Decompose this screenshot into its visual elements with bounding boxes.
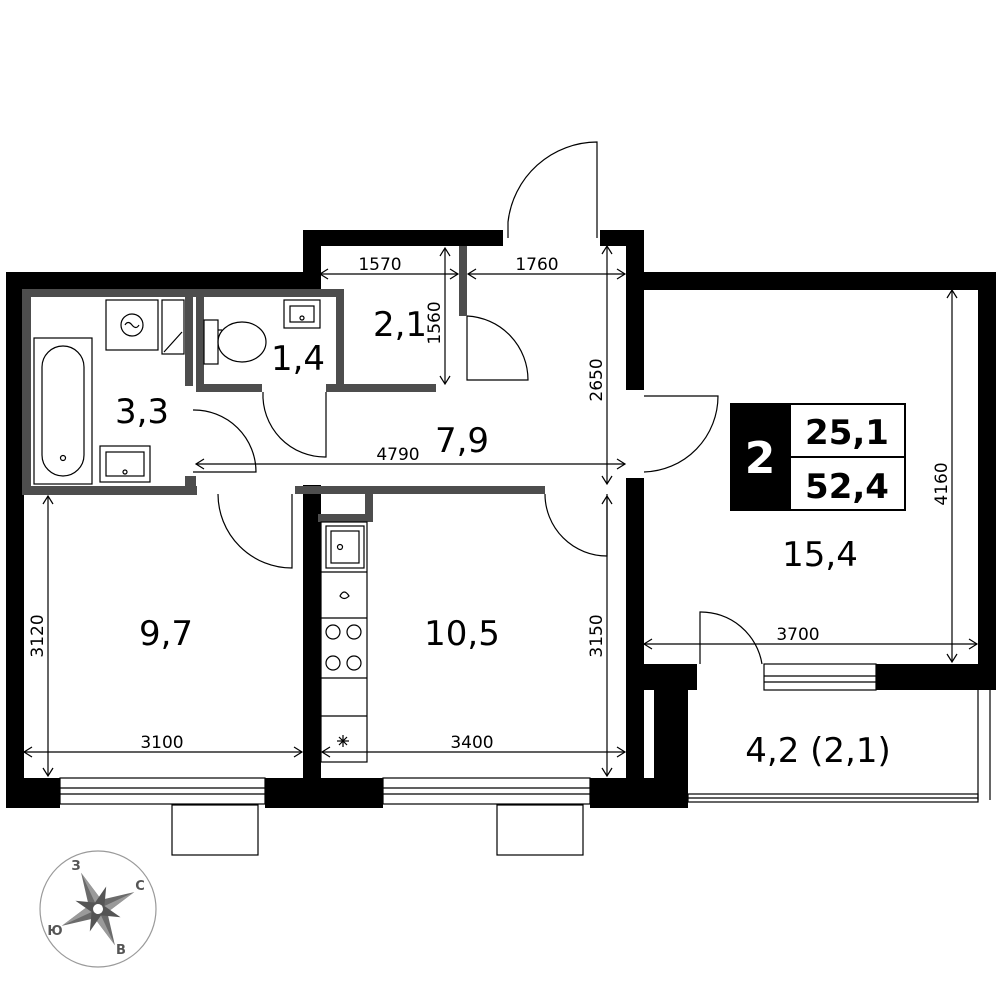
dim-kitchen-depth: 3150: [587, 614, 607, 657]
room-area-bedroom: 9,7: [139, 614, 193, 654]
dim-closet-depth: 1560: [425, 301, 445, 344]
dim-living-width: 3700: [776, 625, 819, 645]
total-area: 52,4: [805, 467, 889, 507]
living-area: 25,1: [805, 413, 889, 453]
dim-bedroom-width: 3100: [140, 733, 183, 753]
toilet-sink: [283, 299, 321, 329]
room-area-kitchen: 10,5: [424, 614, 500, 654]
compass-south: Ю: [47, 924, 62, 939]
dim-hall-depth: 2650: [587, 358, 607, 401]
dim-bedroom-depth: 3120: [28, 614, 48, 657]
doors: [192, 141, 763, 665]
room-area-balcony: 4,2 (2,1): [745, 731, 890, 771]
washing-machine: [105, 299, 159, 351]
kitchen-sink: [325, 525, 365, 569]
dim-hall-top-width: 1760: [515, 255, 558, 275]
room-area-closet: 2,1: [373, 305, 427, 345]
fixtures: [33, 299, 368, 763]
compass-rose-icon: [61, 872, 135, 946]
room-area-hall: 7,9: [435, 421, 489, 461]
dim-living-depth: 4160: [932, 462, 952, 505]
area-badge: 2 25,1 52,4: [730, 403, 906, 511]
room-area-bathroom: 3,3: [115, 392, 169, 432]
outer-walls: [6, 230, 996, 808]
windows: [59, 663, 991, 856]
rooms-count: 2: [745, 433, 776, 484]
stove: [325, 624, 362, 671]
bathroom-sink: [99, 445, 151, 483]
dimension-lines: [22, 244, 979, 778]
toilet-tank: [203, 319, 219, 365]
kitchen-counter: [320, 521, 368, 763]
dim-kitchen-width: 3400: [450, 733, 493, 753]
dim-closet-width: 1570: [358, 255, 401, 275]
bathtub: [33, 337, 93, 485]
dim-hall-length: 4790: [376, 445, 419, 465]
compass-east: В: [116, 943, 126, 958]
compass-north: С: [135, 879, 145, 894]
room-area-toilet: 1,4: [271, 339, 325, 379]
room-area-living: 15,4: [782, 535, 858, 575]
fridge-snowflake-icon: [337, 735, 349, 747]
room-labels: 3,3 1,4 2,1 7,9 9,7 10,5 15,4 4,2 (2,1): [115, 305, 891, 771]
water-heater: [161, 299, 185, 355]
compass: З С В Ю: [39, 850, 157, 968]
compass-west: З: [71, 859, 80, 874]
dimension-labels: 1570 1760 1560 2650 4790 4160 3120 3150 …: [28, 255, 952, 753]
toilet-bowl: [217, 321, 267, 363]
interior-walls: [22, 246, 545, 522]
